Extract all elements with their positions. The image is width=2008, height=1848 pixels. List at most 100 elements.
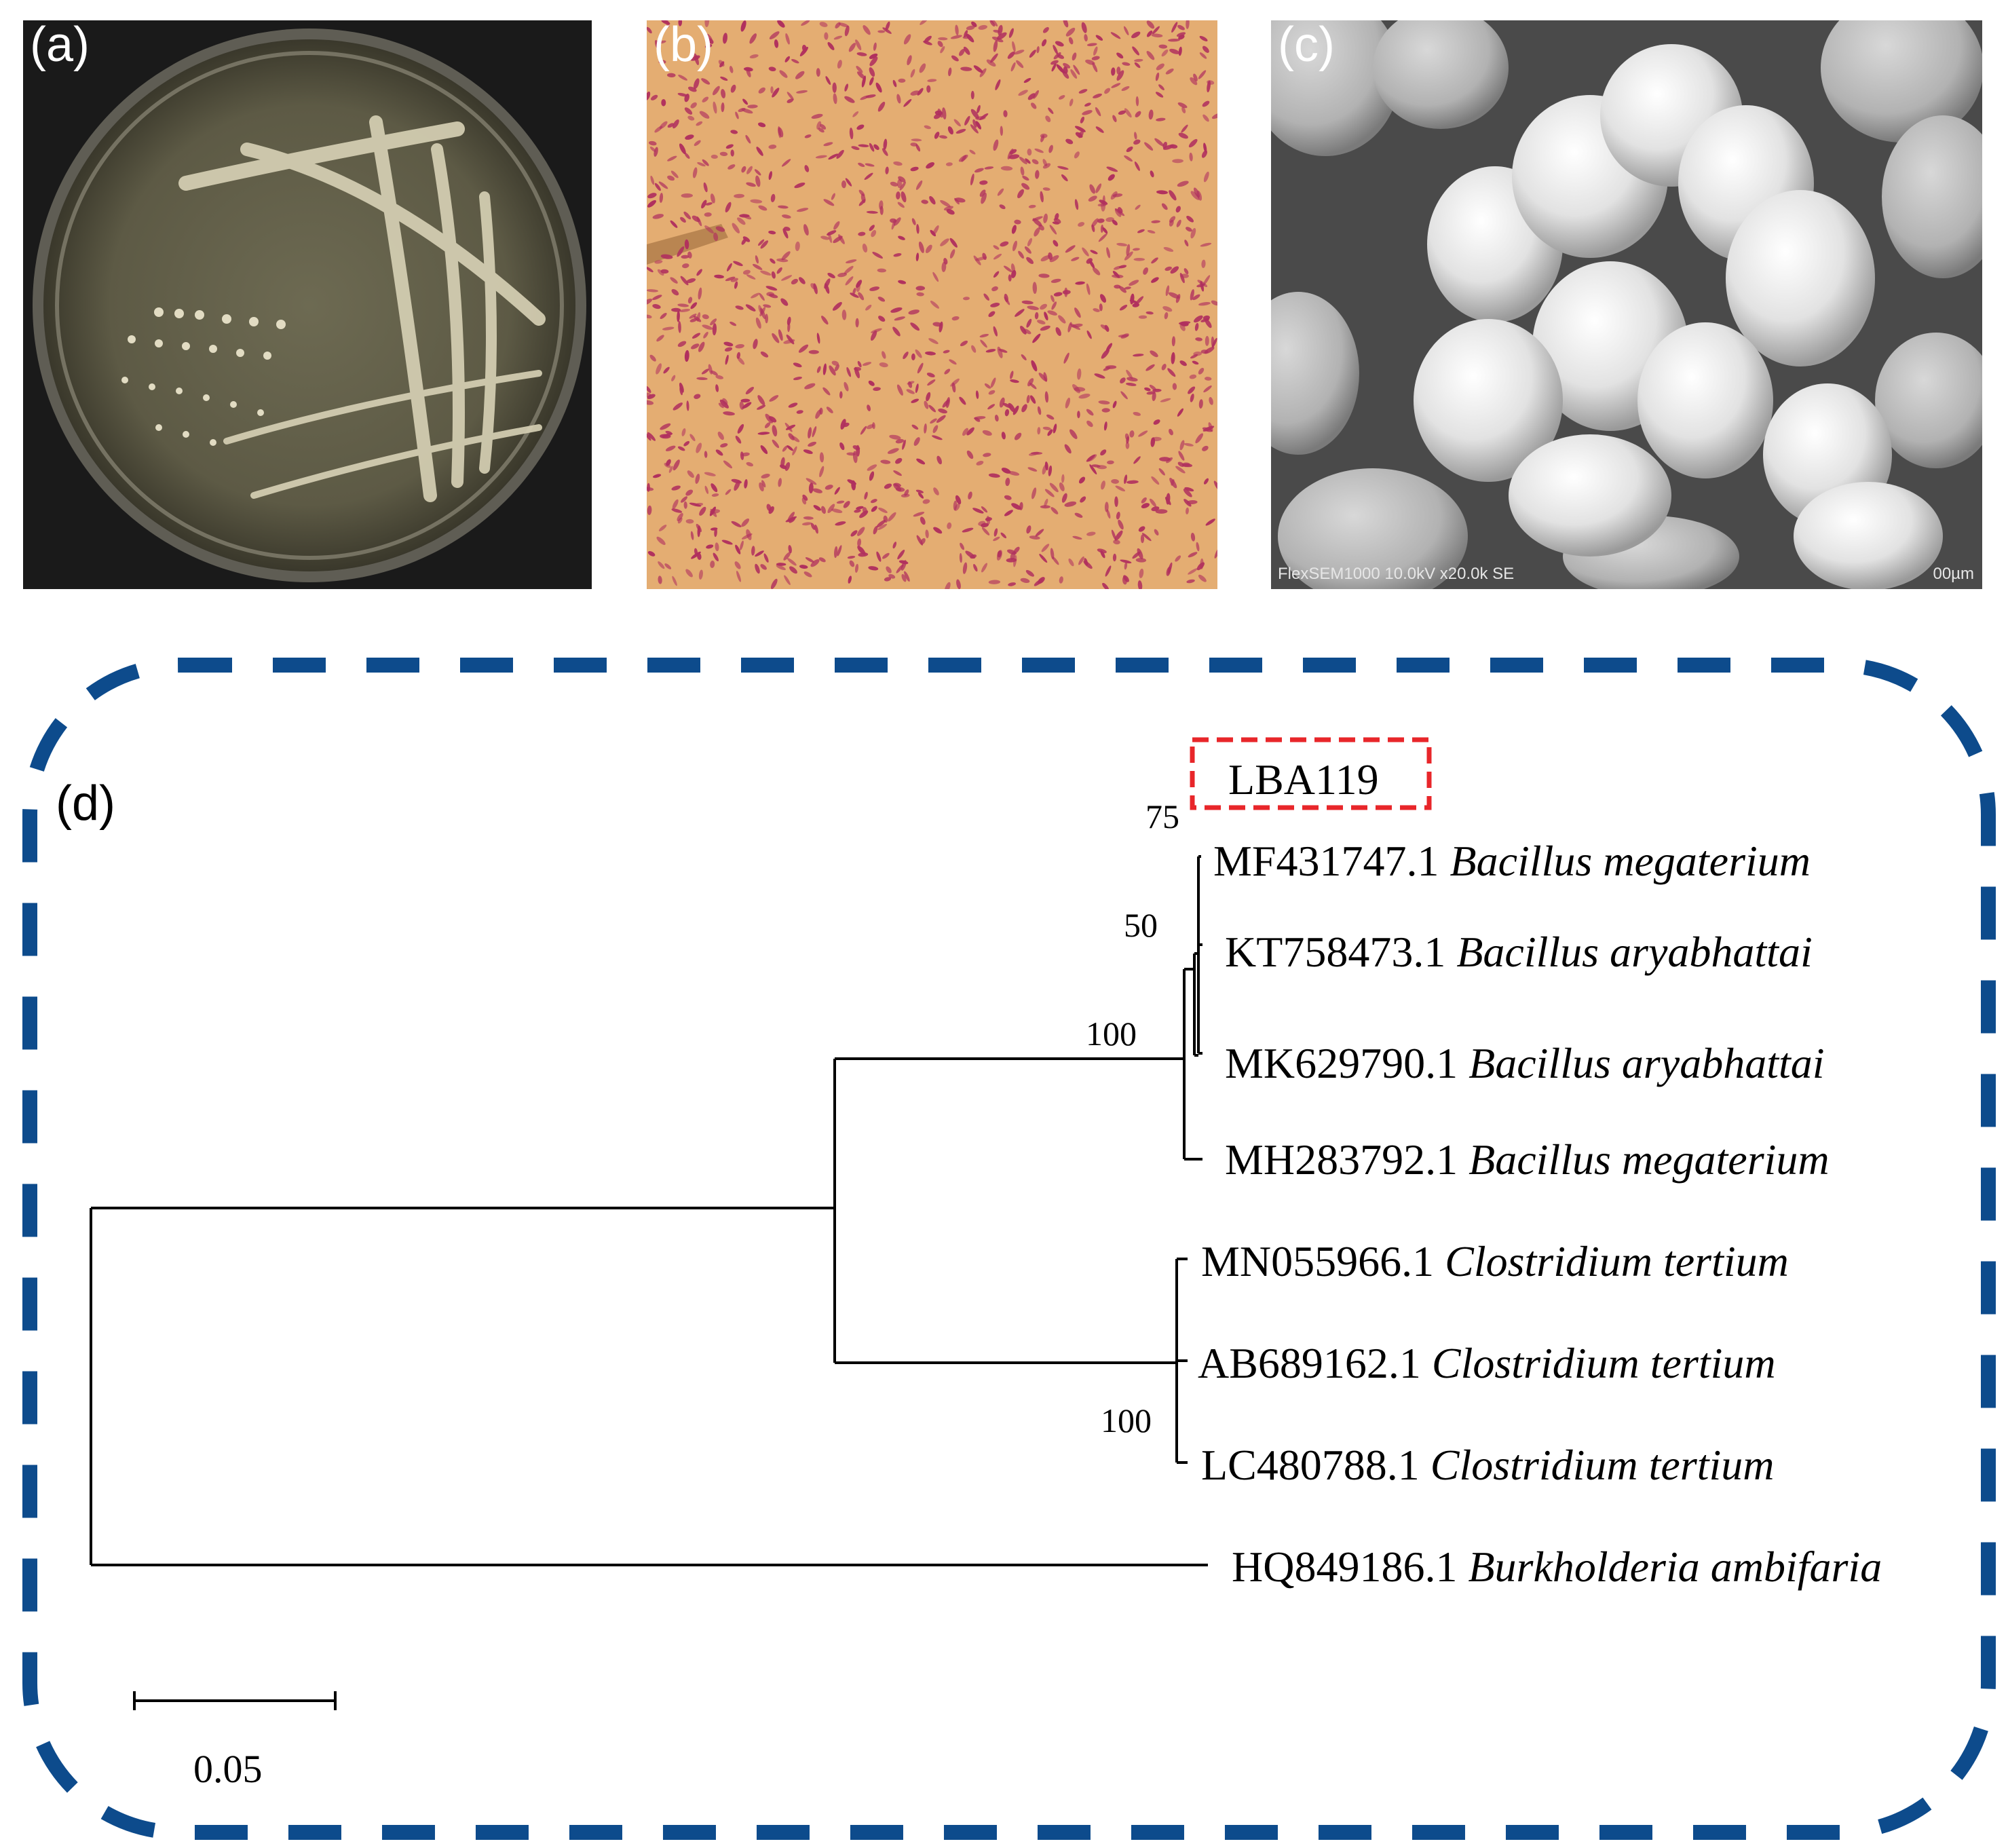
- bacterial-cell: [1042, 26, 1049, 33]
- bacterial-cell: [757, 404, 766, 410]
- bacterial-cell: [1037, 427, 1041, 435]
- bacterial-cell: [1202, 445, 1209, 451]
- bacterial-cell: [661, 99, 666, 107]
- bacterial-cell: [1192, 360, 1199, 365]
- bacterial-cell: [660, 423, 671, 430]
- bacterial-cell: [765, 413, 774, 423]
- bacterial-cell: [947, 126, 953, 135]
- bacterial-cell: [1007, 149, 1014, 159]
- bacterial-cell: [852, 111, 859, 117]
- bacterial-cell: [664, 563, 672, 569]
- bootstrap-value: 50: [1124, 906, 1158, 944]
- bacterial-cell: [1151, 33, 1163, 38]
- bacterial-cell: [660, 269, 669, 274]
- bacterial-cell: [940, 45, 945, 54]
- taxon-label: LC480788.1 Clostridium tertium: [1201, 1441, 1775, 1489]
- bacterial-cell: [1105, 343, 1113, 352]
- bacterial-cell: [1037, 320, 1046, 324]
- bacterial-cell: [725, 489, 732, 495]
- bacterial-cell: [893, 253, 902, 257]
- bacterial-cell: [936, 415, 946, 423]
- bacterial-cell: [1082, 247, 1089, 257]
- bacterial-cell: [654, 183, 661, 191]
- bacterial-cell: [802, 494, 808, 501]
- bacterial-cell: [837, 60, 842, 69]
- bacterial-cell: [988, 390, 996, 395]
- bacterial-cell: [755, 175, 761, 187]
- bacterial-cell: [1214, 548, 1217, 559]
- bacterial-cell: [818, 128, 825, 133]
- bacterial-cell: [1124, 286, 1131, 290]
- bacterial-cell: [1106, 166, 1118, 172]
- bacterial-cell: [1190, 532, 1196, 542]
- bacterial-cell: [1203, 385, 1212, 393]
- bacterial-cell: [1070, 69, 1078, 79]
- bacterial-cell: [1028, 204, 1036, 208]
- bacterial-cell: [1031, 102, 1037, 109]
- bacterial-cell: [844, 96, 855, 103]
- bacterial-cell: [897, 549, 905, 560]
- bacterial-cell: [816, 333, 820, 344]
- bacterial-cell: [929, 195, 936, 205]
- bacterial-cell: [652, 304, 661, 309]
- bacterial-cell: [783, 552, 791, 561]
- bacterial-cell: [910, 322, 920, 331]
- bacterial-cell: [1190, 77, 1198, 86]
- bacterial-cell: [1140, 534, 1145, 544]
- bacterial-cell: [696, 269, 702, 276]
- bacterial-cell: [901, 560, 907, 571]
- bacterial-cell: [917, 362, 924, 374]
- bacterial-cell: [1203, 171, 1209, 183]
- bacterial-cell: [1098, 233, 1107, 242]
- bacterial-cell: [1010, 269, 1017, 278]
- phylogenetic-tree-panel: (d): [0, 638, 2008, 1848]
- bacterial-cell: [647, 385, 651, 394]
- bacterial-cell: [1126, 146, 1133, 153]
- bacterial-cell: [1003, 265, 1012, 273]
- bacterial-cell: [926, 392, 931, 402]
- bacterial-cell: [704, 212, 712, 217]
- bacterial-cell: [1123, 26, 1129, 36]
- bacterial-cell: [647, 400, 654, 405]
- bacterial-cell: [1190, 289, 1194, 301]
- bacterial-cell: [724, 347, 733, 352]
- bacterial-cell: [964, 30, 968, 38]
- bacterial-cell: [721, 89, 726, 98]
- bacterial-cell: [1014, 50, 1025, 55]
- bacterial-cell: [1086, 330, 1092, 339]
- bacterial-cell: [1169, 190, 1177, 201]
- bacterial-cell: [854, 366, 860, 379]
- bacterial-cell: [925, 244, 932, 253]
- bacterial-cell: [1195, 337, 1202, 341]
- bacterial-cell: [727, 263, 732, 271]
- bacterial-cell: [1058, 95, 1065, 100]
- bacterial-cell: [869, 53, 878, 59]
- bacterial-cell: [1097, 218, 1105, 223]
- bacterial-cell: [857, 527, 865, 536]
- bacterial-cell: [873, 387, 881, 392]
- bacterial-cell: [1114, 530, 1123, 541]
- bacterial-cell: [1101, 408, 1110, 413]
- bacterial-cell: [823, 142, 833, 147]
- bacterial-cell: [692, 333, 701, 339]
- bacterial-cell: [841, 180, 847, 189]
- bacterial-cell: [1184, 487, 1194, 492]
- bacterial-cell: [1205, 318, 1212, 328]
- bacterial-cell: [1186, 579, 1195, 584]
- bacterial-cell: [1082, 110, 1093, 115]
- phylogenetic-tree: (d): [22, 658, 1996, 1840]
- bacterial-cell: [943, 258, 948, 265]
- bacterial-cell: [1040, 325, 1050, 331]
- bacterial-cell: [1086, 531, 1096, 536]
- bacterial-cell: [725, 354, 729, 365]
- taxon-label: MN055966.1 Clostridium tertium: [1201, 1237, 1789, 1285]
- bacterial-cell: [718, 402, 724, 409]
- bacterial-cell: [720, 76, 728, 81]
- bacterial-cell: [1099, 294, 1107, 303]
- bacterial-cell: [673, 119, 679, 129]
- bacterial-cell: [907, 55, 912, 66]
- panel-label-a: (a): [30, 20, 90, 72]
- bacterial-cell: [659, 193, 664, 203]
- bacterial-cell: [1057, 166, 1069, 170]
- bacterial-cell: [1181, 107, 1186, 113]
